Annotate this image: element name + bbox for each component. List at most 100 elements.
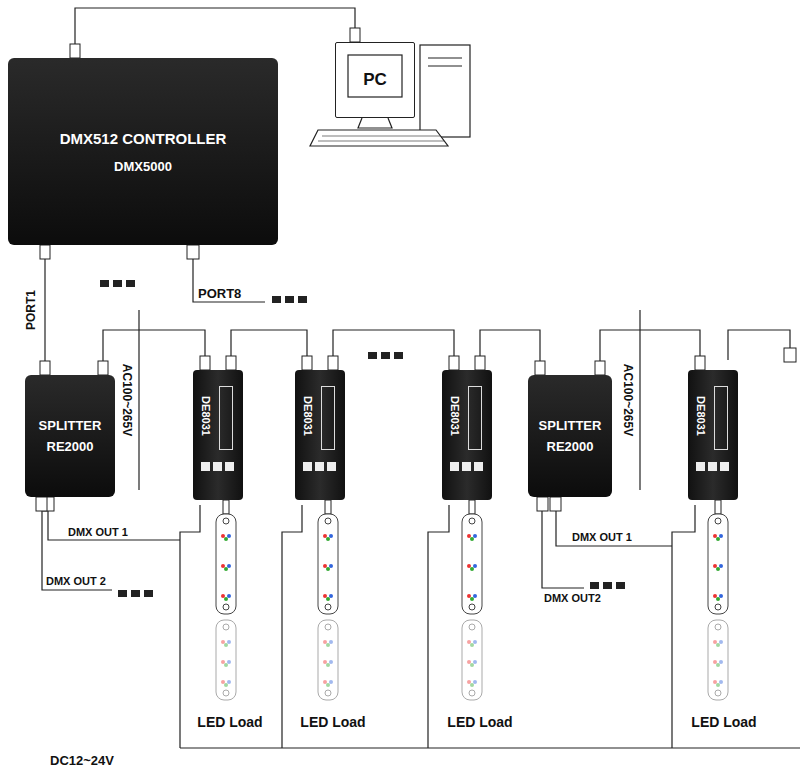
- plug: [200, 356, 210, 370]
- plug: [302, 356, 312, 370]
- dmx-cable: [595, 330, 705, 375]
- ac-wire: [138, 310, 139, 490]
- ellipsis-square: [118, 590, 127, 597]
- plug: [187, 245, 199, 259]
- plug: [449, 356, 459, 370]
- dmx-cable: [475, 330, 545, 375]
- led-strips: [216, 500, 728, 700]
- cable-line: [103, 330, 205, 375]
- dmx-cable: [328, 330, 459, 370]
- output-label: DMX OUT 1: [68, 526, 128, 538]
- plug: [469, 500, 475, 514]
- pc-tower: [420, 45, 470, 137]
- ellipsis-square: [144, 590, 153, 597]
- port-label: PORT8: [198, 286, 241, 301]
- display-window: [468, 386, 482, 450]
- load-label: LED Load: [691, 714, 756, 730]
- device-name: DE8031: [200, 396, 212, 436]
- dmx-cable: [40, 245, 50, 375]
- button: [474, 462, 483, 471]
- plug: [40, 245, 50, 259]
- ellipsis-square: [394, 352, 403, 359]
- dc-wire: [672, 505, 695, 748]
- ac-wire: [639, 310, 640, 490]
- plug: [475, 356, 485, 370]
- button: [327, 462, 336, 471]
- dmx-cable: [98, 330, 210, 375]
- plug: [695, 356, 705, 370]
- button: [696, 462, 705, 471]
- cable-line: [44, 245, 45, 375]
- button: [708, 462, 717, 471]
- dmx-cable: [226, 330, 312, 370]
- model-number: RE2000: [47, 439, 94, 454]
- port-label: PORT1: [24, 290, 38, 330]
- device-name: PC: [363, 70, 387, 90]
- dmx-out-wire: [48, 510, 180, 540]
- cable-line: [480, 330, 540, 375]
- plug: [350, 28, 360, 42]
- power-label: AC100~265V: [621, 364, 635, 436]
- device-name: SPLITTER: [539, 418, 602, 433]
- device-box: SPLITTER RE2000: [25, 375, 115, 497]
- device-name: DMX512 CONTROLLER: [60, 130, 227, 147]
- button: [462, 462, 471, 471]
- plug: [226, 356, 236, 370]
- ellipsis-square: [272, 296, 281, 303]
- dc-wire: [180, 505, 200, 748]
- load-label: LED Load: [300, 714, 365, 730]
- button: [213, 462, 222, 471]
- button: [303, 462, 312, 471]
- led-segment: [462, 514, 482, 614]
- decoder-box: DE8031: [442, 370, 492, 500]
- button: [201, 462, 210, 471]
- device-name: SPLITTER: [39, 418, 102, 433]
- device-name: DE8031: [449, 396, 461, 436]
- output-label: DMX OUT 2: [46, 575, 106, 587]
- device-name: DE8031: [302, 396, 314, 436]
- dmx-stub-wire: [728, 330, 790, 360]
- button: [225, 462, 234, 471]
- ellipsis-square: [285, 296, 294, 303]
- ellipsis-square: [368, 352, 377, 359]
- dmx-out-wire: [556, 510, 672, 546]
- led-segment: [318, 514, 338, 614]
- dmx-out-wire: [542, 510, 584, 588]
- cable-line: [600, 330, 700, 375]
- led-segment: [318, 620, 338, 700]
- model-number: RE2000: [547, 439, 594, 454]
- led-segment: [708, 514, 728, 614]
- dc-bus: [180, 747, 800, 748]
- plug: [715, 500, 721, 514]
- dmx-out-wire: [42, 510, 112, 590]
- port8-wire: [193, 250, 265, 302]
- display-window: [321, 386, 335, 450]
- button: [720, 462, 729, 471]
- display-window: [219, 386, 233, 450]
- computer: PC: [335, 42, 415, 118]
- cable-line: [75, 8, 355, 58]
- device-box: SPLITTER RE2000: [528, 375, 612, 497]
- pc-stand: [358, 118, 392, 128]
- pc-screen: [348, 55, 402, 97]
- model-number: DMX5000: [114, 159, 172, 174]
- plug: [70, 44, 80, 58]
- button: [315, 462, 324, 471]
- load-label: LED Load: [197, 714, 262, 730]
- decoder-box: DE8031: [295, 370, 345, 500]
- plug: [98, 361, 108, 375]
- load-label: LED Load: [447, 714, 512, 730]
- led-segment: [216, 514, 236, 614]
- decoder-box: DE8031: [193, 370, 243, 500]
- plug: [40, 361, 50, 375]
- device-box: DMX512 CONTROLLER DMX5000: [8, 58, 278, 245]
- led-segment: [462, 620, 482, 700]
- led-segment: [708, 620, 728, 700]
- plug: [535, 361, 545, 375]
- output-label: DMX OUT 1: [572, 531, 632, 543]
- supply-label: DC12~24V: [50, 753, 114, 768]
- ellipsis-square: [100, 280, 109, 287]
- ellipsis-square: [298, 296, 307, 303]
- dc-wire: [428, 505, 449, 748]
- plug: [328, 356, 338, 370]
